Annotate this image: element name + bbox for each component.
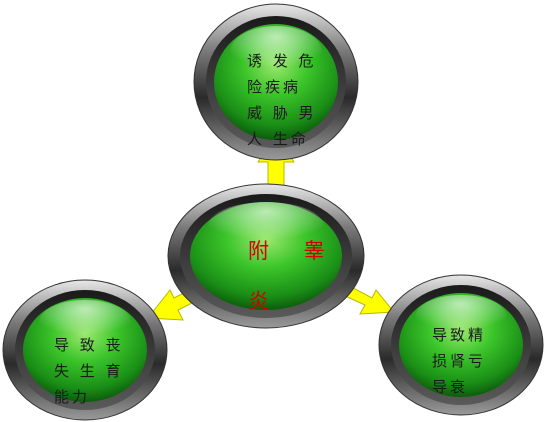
node-center-label: 附 睾 炎 [248, 239, 339, 313]
node-center [167, 183, 365, 329]
node-top [193, 3, 359, 161]
node-left-label: 导 致 丧 失 生 育 能力 [54, 336, 124, 406]
node-right-label: 导致精 损肾亏 导衰 [432, 326, 487, 396]
node-right [378, 274, 544, 416]
node-left [2, 279, 168, 421]
node-top-label: 诱 发 危 险疾病 威 胁 男 人 生命 [247, 52, 317, 148]
